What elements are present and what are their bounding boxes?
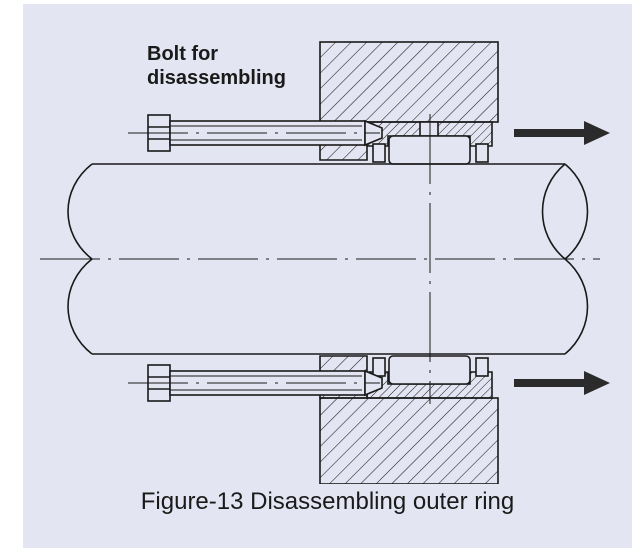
- bolt-label-line2: disassembling: [147, 67, 286, 89]
- bolt-label-line1: Bolt for: [147, 43, 219, 65]
- bolt-label: Bolt for disassembling: [147, 42, 286, 90]
- bearing-disassembly-drawing: [40, 41, 610, 484]
- bolt-lower: [147, 364, 383, 402]
- centerlines: [40, 114, 600, 404]
- figure-caption: Figure-13 Disassembling outer ring: [140, 488, 515, 515]
- pull-arrow-upper: [514, 121, 610, 145]
- figure-panel: Bolt for disassembling Figure-13 Disasse…: [23, 4, 632, 548]
- pull-arrow-lower: [514, 371, 610, 395]
